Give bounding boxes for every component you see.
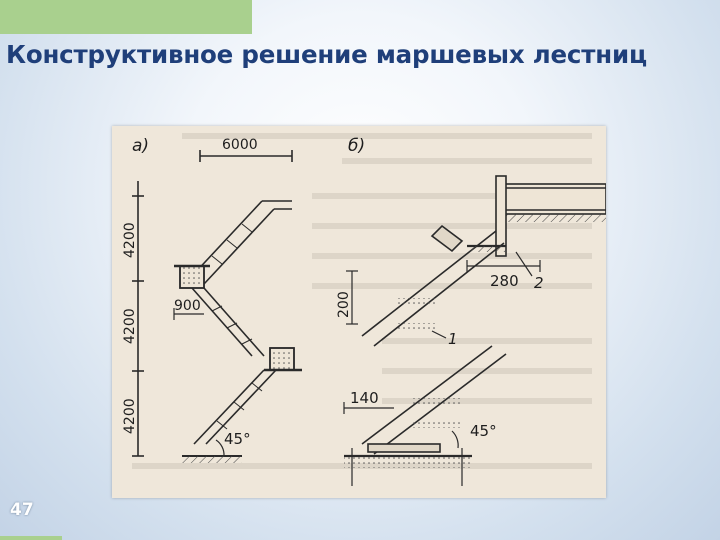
dim-280-label: 280 (490, 272, 519, 290)
angle-a-label: 45° (224, 430, 251, 448)
panel-b-label: б) (348, 136, 365, 156)
panel-a (132, 150, 302, 463)
dim-height-mid-label: 4200 (122, 308, 138, 344)
dim-landing-label: 900 (174, 298, 201, 314)
callout-1-label: 1 (448, 330, 458, 348)
dim-height-bottom-label: 4200 (122, 398, 138, 434)
panel-a-label: а) (132, 136, 149, 156)
dim-200-label: 200 (336, 291, 352, 318)
callout-2-label: 2 (534, 274, 544, 292)
accent-bar (0, 0, 252, 34)
slide-title: Конструктивное решение маршевых лестниц (6, 40, 647, 69)
stair-drawing-svg: а) б) 6000 4200 4200 4200 900 45° 280 2 … (122, 133, 606, 486)
stair-drawing: а) б) 6000 4200 4200 4200 900 45° 280 2 … (112, 126, 606, 498)
dim-height-top-label: 4200 (122, 222, 138, 258)
drawing-labels: а) б) 6000 4200 4200 4200 900 45° 280 2 … (122, 136, 544, 448)
slide-number: 47 (10, 500, 34, 520)
background-text-lines (132, 133, 592, 469)
bottom-accent-strip (0, 536, 62, 540)
dim-width-label: 6000 (222, 137, 258, 153)
angle-b-label: 45° (470, 422, 497, 440)
dim-140-label: 140 (350, 389, 379, 407)
panel-b (343, 175, 606, 486)
